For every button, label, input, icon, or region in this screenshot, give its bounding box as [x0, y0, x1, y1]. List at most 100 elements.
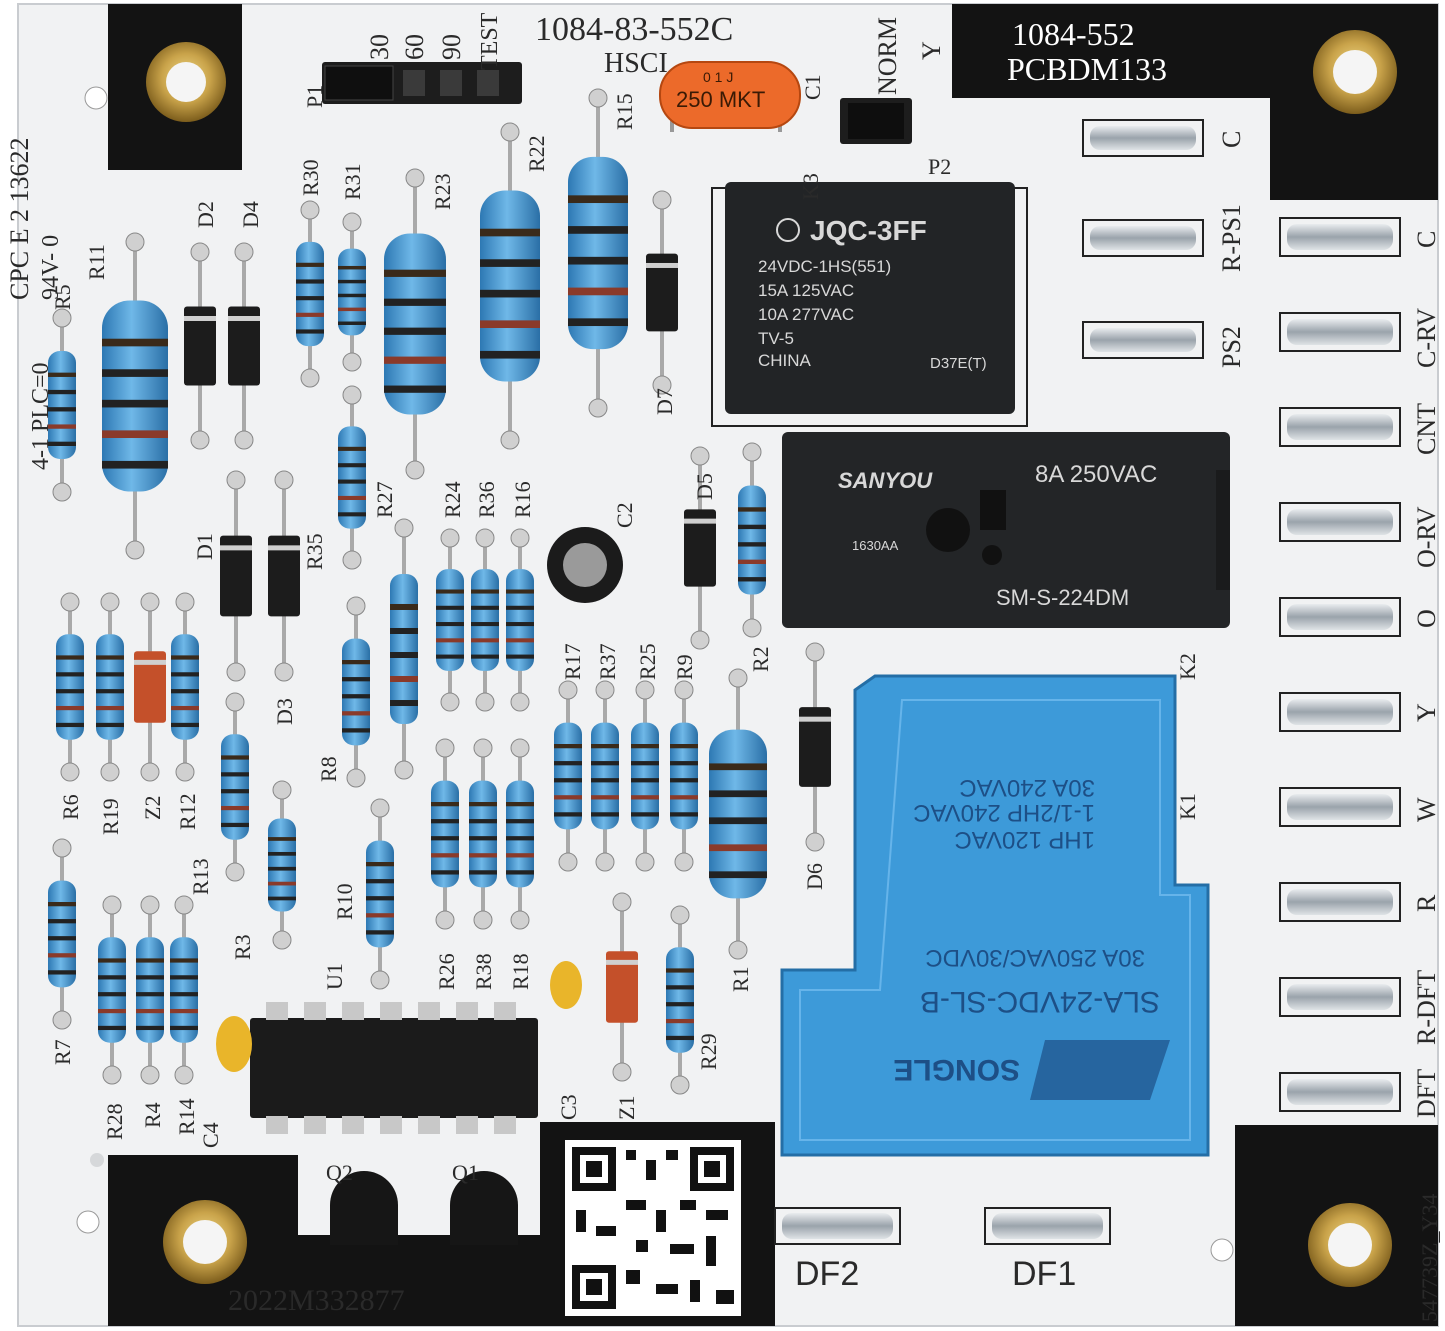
terminal-mid-c: [1082, 119, 1204, 157]
transistor-q2: [330, 1171, 398, 1245]
serial-number-label: 2022M332877: [228, 1284, 405, 1317]
mounting-hole-top-left: [146, 42, 226, 122]
designator-r29: R29: [696, 1033, 721, 1070]
designator-r15: R15: [612, 93, 637, 130]
designator-r27: R27: [372, 481, 397, 518]
jumper-p1: [322, 62, 522, 104]
k3-cert: D37E(T): [930, 355, 987, 372]
resistor-r14: [170, 895, 198, 1085]
designator-d4: D4: [238, 201, 263, 228]
terminal-df1: [984, 1207, 1111, 1245]
k3-logo-icon: [776, 218, 800, 242]
p1-option-test: TEST: [477, 12, 503, 70]
designator-r31: R31: [340, 163, 365, 200]
k1-line-3: 1HP 120VAC: [954, 826, 1095, 853]
resistor-r35: [390, 518, 418, 780]
k1-brand: SONGLE: [893, 1053, 1020, 1086]
designator-r2: R2: [748, 646, 773, 672]
resistor-r9: [670, 680, 698, 872]
terminal-right-label-r: R: [1412, 894, 1441, 912]
resistor-r10: [366, 798, 394, 990]
resistor-r29: [666, 905, 694, 1095]
terminal-mid-label-r-ps1: R-PS1: [1217, 204, 1246, 272]
k3-designator: K3: [798, 173, 823, 200]
k3-line-1: 24VDC-1HS(551): [758, 257, 891, 276]
resistor-r4: [136, 895, 164, 1085]
p1-option-60: 60: [400, 34, 429, 60]
k2-button-icon: [926, 508, 970, 552]
terminal-right-label-r-dft: R-DFT: [1412, 970, 1441, 1045]
designator-r6: R6: [58, 794, 83, 820]
resistor-r15: [568, 88, 628, 418]
designator-r1: R1: [728, 966, 753, 992]
resistor-r1: [709, 668, 767, 960]
p1-option-90: 90: [437, 34, 466, 60]
designator-d1: D1: [192, 533, 217, 560]
capacitor-c3: [550, 961, 582, 1009]
k3-line-5: CHINA: [758, 351, 812, 370]
resistor-r11: [102, 232, 168, 560]
terminal-label-df1: DF1: [1012, 1255, 1076, 1293]
terminal-right-label-c-rv: C-RV: [1412, 308, 1441, 368]
corner-pad-top-right: [952, 4, 1438, 200]
mounting-hole-bottom-left: [163, 1200, 247, 1284]
designator-r36: R36: [474, 481, 499, 518]
k1-line-4: 30A 250VAC/30VDC: [925, 944, 1145, 971]
terminal-right-c: [1279, 217, 1401, 257]
terminal-right-dft: [1279, 1072, 1401, 1112]
terminal-right-y: [1279, 692, 1401, 732]
diode-d5: [684, 446, 716, 650]
designator-d5: D5: [692, 473, 717, 500]
resistor-r36: [471, 528, 499, 712]
designator-z1: Z1: [614, 1096, 639, 1120]
terminal-df2: [774, 1207, 901, 1245]
resistor-r19: [96, 592, 124, 782]
designator-r12: R12: [175, 793, 200, 830]
diode-d7: [646, 190, 678, 395]
qr-code: [565, 1140, 741, 1316]
designator-q2: Q2: [326, 1160, 353, 1185]
designator-r35: R35: [302, 533, 327, 570]
terminal-mid-ps2: [1082, 321, 1204, 359]
relay-k2: SANYOU 8A 250VAC 1630AA SM-S-224DM: [782, 432, 1230, 628]
designator-r4: R4: [140, 1102, 165, 1128]
board-id-line1: 1084-552: [1012, 16, 1135, 52]
k1-designator: K1: [1175, 793, 1200, 820]
designator-r16: R16: [510, 481, 535, 518]
mounting-hole-top-right: [1313, 30, 1397, 114]
designator-r23: R23: [430, 173, 455, 210]
k1-line-1: 30A 240VAC: [959, 774, 1095, 801]
k3-line-2: 15A 125VAC: [758, 281, 854, 300]
k2-rating: 8A 250VAC: [1035, 461, 1157, 488]
resistor-r6: [56, 592, 84, 782]
ic-u1: [250, 1002, 538, 1134]
designator-r18: R18: [508, 953, 533, 990]
c1-code: 0 1 J: [703, 69, 733, 85]
designator-r22: R22: [524, 135, 549, 172]
k2-brand: SANYOU: [838, 468, 933, 493]
resistor-r22: [480, 122, 540, 450]
designator-r38: R38: [471, 953, 496, 990]
designator-d3: D3: [272, 698, 297, 725]
c1-marking: 250 MKT: [676, 87, 765, 112]
designator-r26: R26: [434, 953, 459, 990]
resistor-r17: [554, 680, 582, 872]
left-code-2: CPC E 2 13622: [5, 137, 34, 300]
part-number-label: 1084-83-552C: [535, 11, 733, 48]
resistor-r37: [591, 680, 619, 872]
diode-d3: [268, 470, 300, 682]
k1-logo-icon: [1030, 1040, 1170, 1100]
terminal-right-label-y: Y: [1412, 703, 1441, 722]
resistor-r38: [469, 738, 497, 930]
diode-d4: [228, 242, 260, 450]
resistor-r13: [221, 692, 249, 882]
designator-r9: R9: [672, 654, 697, 680]
resistor-r2: [738, 442, 766, 638]
zener-z1: [606, 892, 638, 1082]
designator-c2: C2: [612, 502, 637, 528]
k2-model: SM-S-224DM: [996, 585, 1129, 610]
k2-cert: 1630AA: [852, 538, 899, 553]
board-id-line2: PCBDM133: [1007, 51, 1167, 87]
designator-r17: R17: [560, 643, 585, 680]
